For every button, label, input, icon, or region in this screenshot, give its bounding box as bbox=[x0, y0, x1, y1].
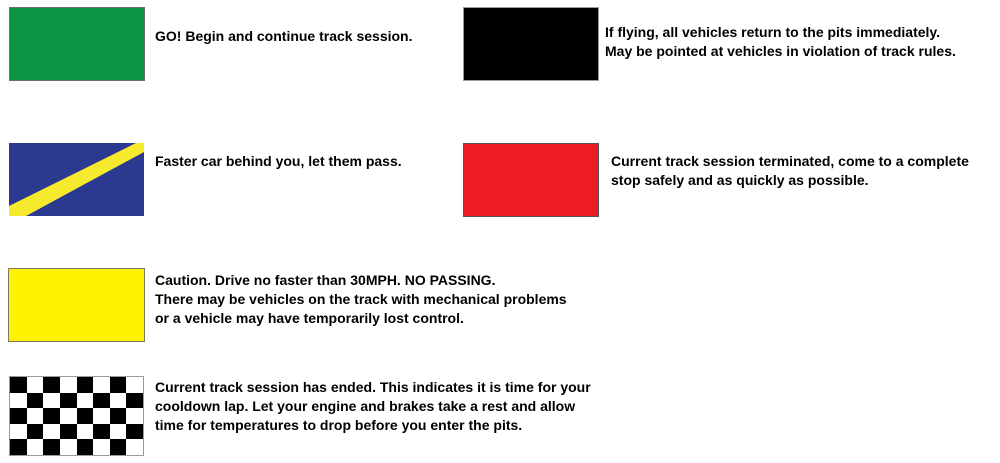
black-flag-description: If flying, all vehicles return to the pi… bbox=[605, 23, 956, 61]
checkered-flag-description: Current track session has ended. This in… bbox=[155, 378, 591, 435]
description-line: cooldown lap. Let your engine and brakes… bbox=[155, 398, 576, 414]
description-line: Current track session has ended. This in… bbox=[155, 379, 591, 395]
description-line: or a vehicle may have temporarily lost c… bbox=[155, 310, 464, 326]
red-flag-description: Current track session terminated, come t… bbox=[611, 152, 969, 190]
description-line: Faster car behind you, let them pass. bbox=[155, 153, 402, 169]
black-flag bbox=[463, 7, 599, 81]
blue-flag bbox=[9, 143, 144, 216]
description-line: Current track session terminated, come t… bbox=[611, 153, 969, 169]
yellow-diagonal-stripe-icon bbox=[9, 143, 144, 216]
description-line: Caution. Drive no faster than 30MPH. NO … bbox=[155, 272, 496, 288]
yellow-flag bbox=[8, 268, 145, 342]
description-line: time for temperatures to drop before you… bbox=[155, 417, 523, 433]
checkered-flag bbox=[9, 376, 144, 456]
red-flag bbox=[463, 143, 599, 217]
blue-flag-description: Faster car behind you, let them pass. bbox=[155, 152, 402, 171]
green-flag bbox=[9, 7, 145, 81]
description-line: There may be vehicles on the track with … bbox=[155, 291, 567, 307]
description-line: GO! Begin and continue track session. bbox=[155, 28, 413, 44]
description-line: If flying, all vehicles return to the pi… bbox=[605, 24, 941, 40]
green-flag-description: GO! Begin and continue track session. bbox=[155, 27, 413, 46]
yellow-flag-description: Caution. Drive no faster than 30MPH. NO … bbox=[155, 271, 567, 328]
description-line: May be pointed at vehicles in violation … bbox=[605, 43, 956, 59]
description-line: stop safely and as quickly as possible. bbox=[611, 172, 869, 188]
